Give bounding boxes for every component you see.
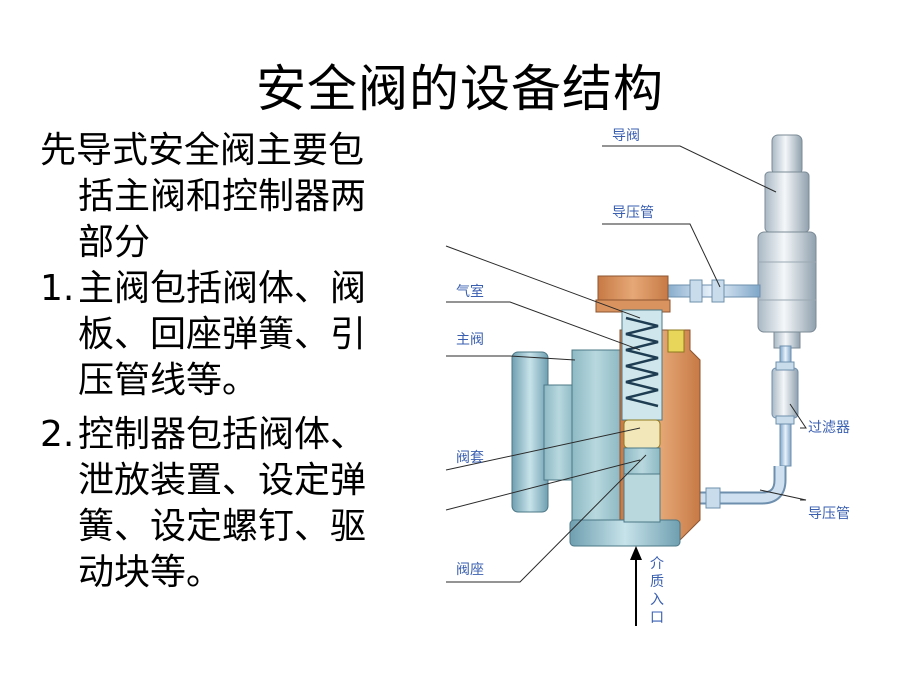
list-line: 簧、设定螺钉、驱 (78, 506, 367, 547)
list-line: 控制器包括阀体、 (78, 414, 367, 455)
inlet-arrow (630, 546, 642, 626)
list-line: 动块等。 (78, 552, 223, 593)
list-number: 1. (40, 268, 75, 309)
label-valve-seat: 阀座 (456, 562, 484, 578)
pilot-valve (757, 134, 817, 349)
label-medium-inlet-char: 质 (650, 574, 664, 590)
intro-paragraph: 先导式安全阀主要包 括主阀和控制器两 部分 (40, 128, 420, 266)
label-pilot-valve: 导阀 (612, 128, 640, 144)
label-pressure-pipe-top: 导压管 (612, 205, 654, 221)
leader-lines (445, 145, 807, 583)
label-medium-inlet-char: 介 (650, 556, 664, 572)
intro-line: 先导式安全阀主要包 (40, 130, 365, 171)
label-filter: 过滤器 (808, 420, 850, 436)
slide-title: 安全阀的设备结构 (256, 60, 664, 118)
label-medium-inlet-char: 入 (650, 592, 664, 608)
label-main-valve: 主阀 (456, 332, 484, 348)
label-pressure-pipe-bottom: 导压管 (808, 506, 850, 522)
intro-line: 部分 (78, 222, 151, 263)
body-text: 先导式安全阀主要包 括主阀和控制器两 部分 1. 主阀包括阀体、阀 板、回座弹簧… (40, 128, 420, 593)
label-medium-inlet-char: 口 (650, 610, 664, 626)
label-air-chamber: 气室 (456, 283, 484, 300)
intro-line: 括主阀和控制器两 (78, 176, 367, 217)
list-line: 泄放装置、设定弹 (78, 460, 367, 501)
main-valve-body (511, 275, 701, 547)
label-valve-sleeve: 阀套 (456, 450, 484, 466)
list-number: 2. (40, 414, 75, 455)
list-line: 压管线等。 (78, 360, 259, 401)
list-line: 板、回座弹簧、引 (78, 314, 367, 355)
list-line: 主阀包括阀体、阀 (78, 268, 367, 309)
